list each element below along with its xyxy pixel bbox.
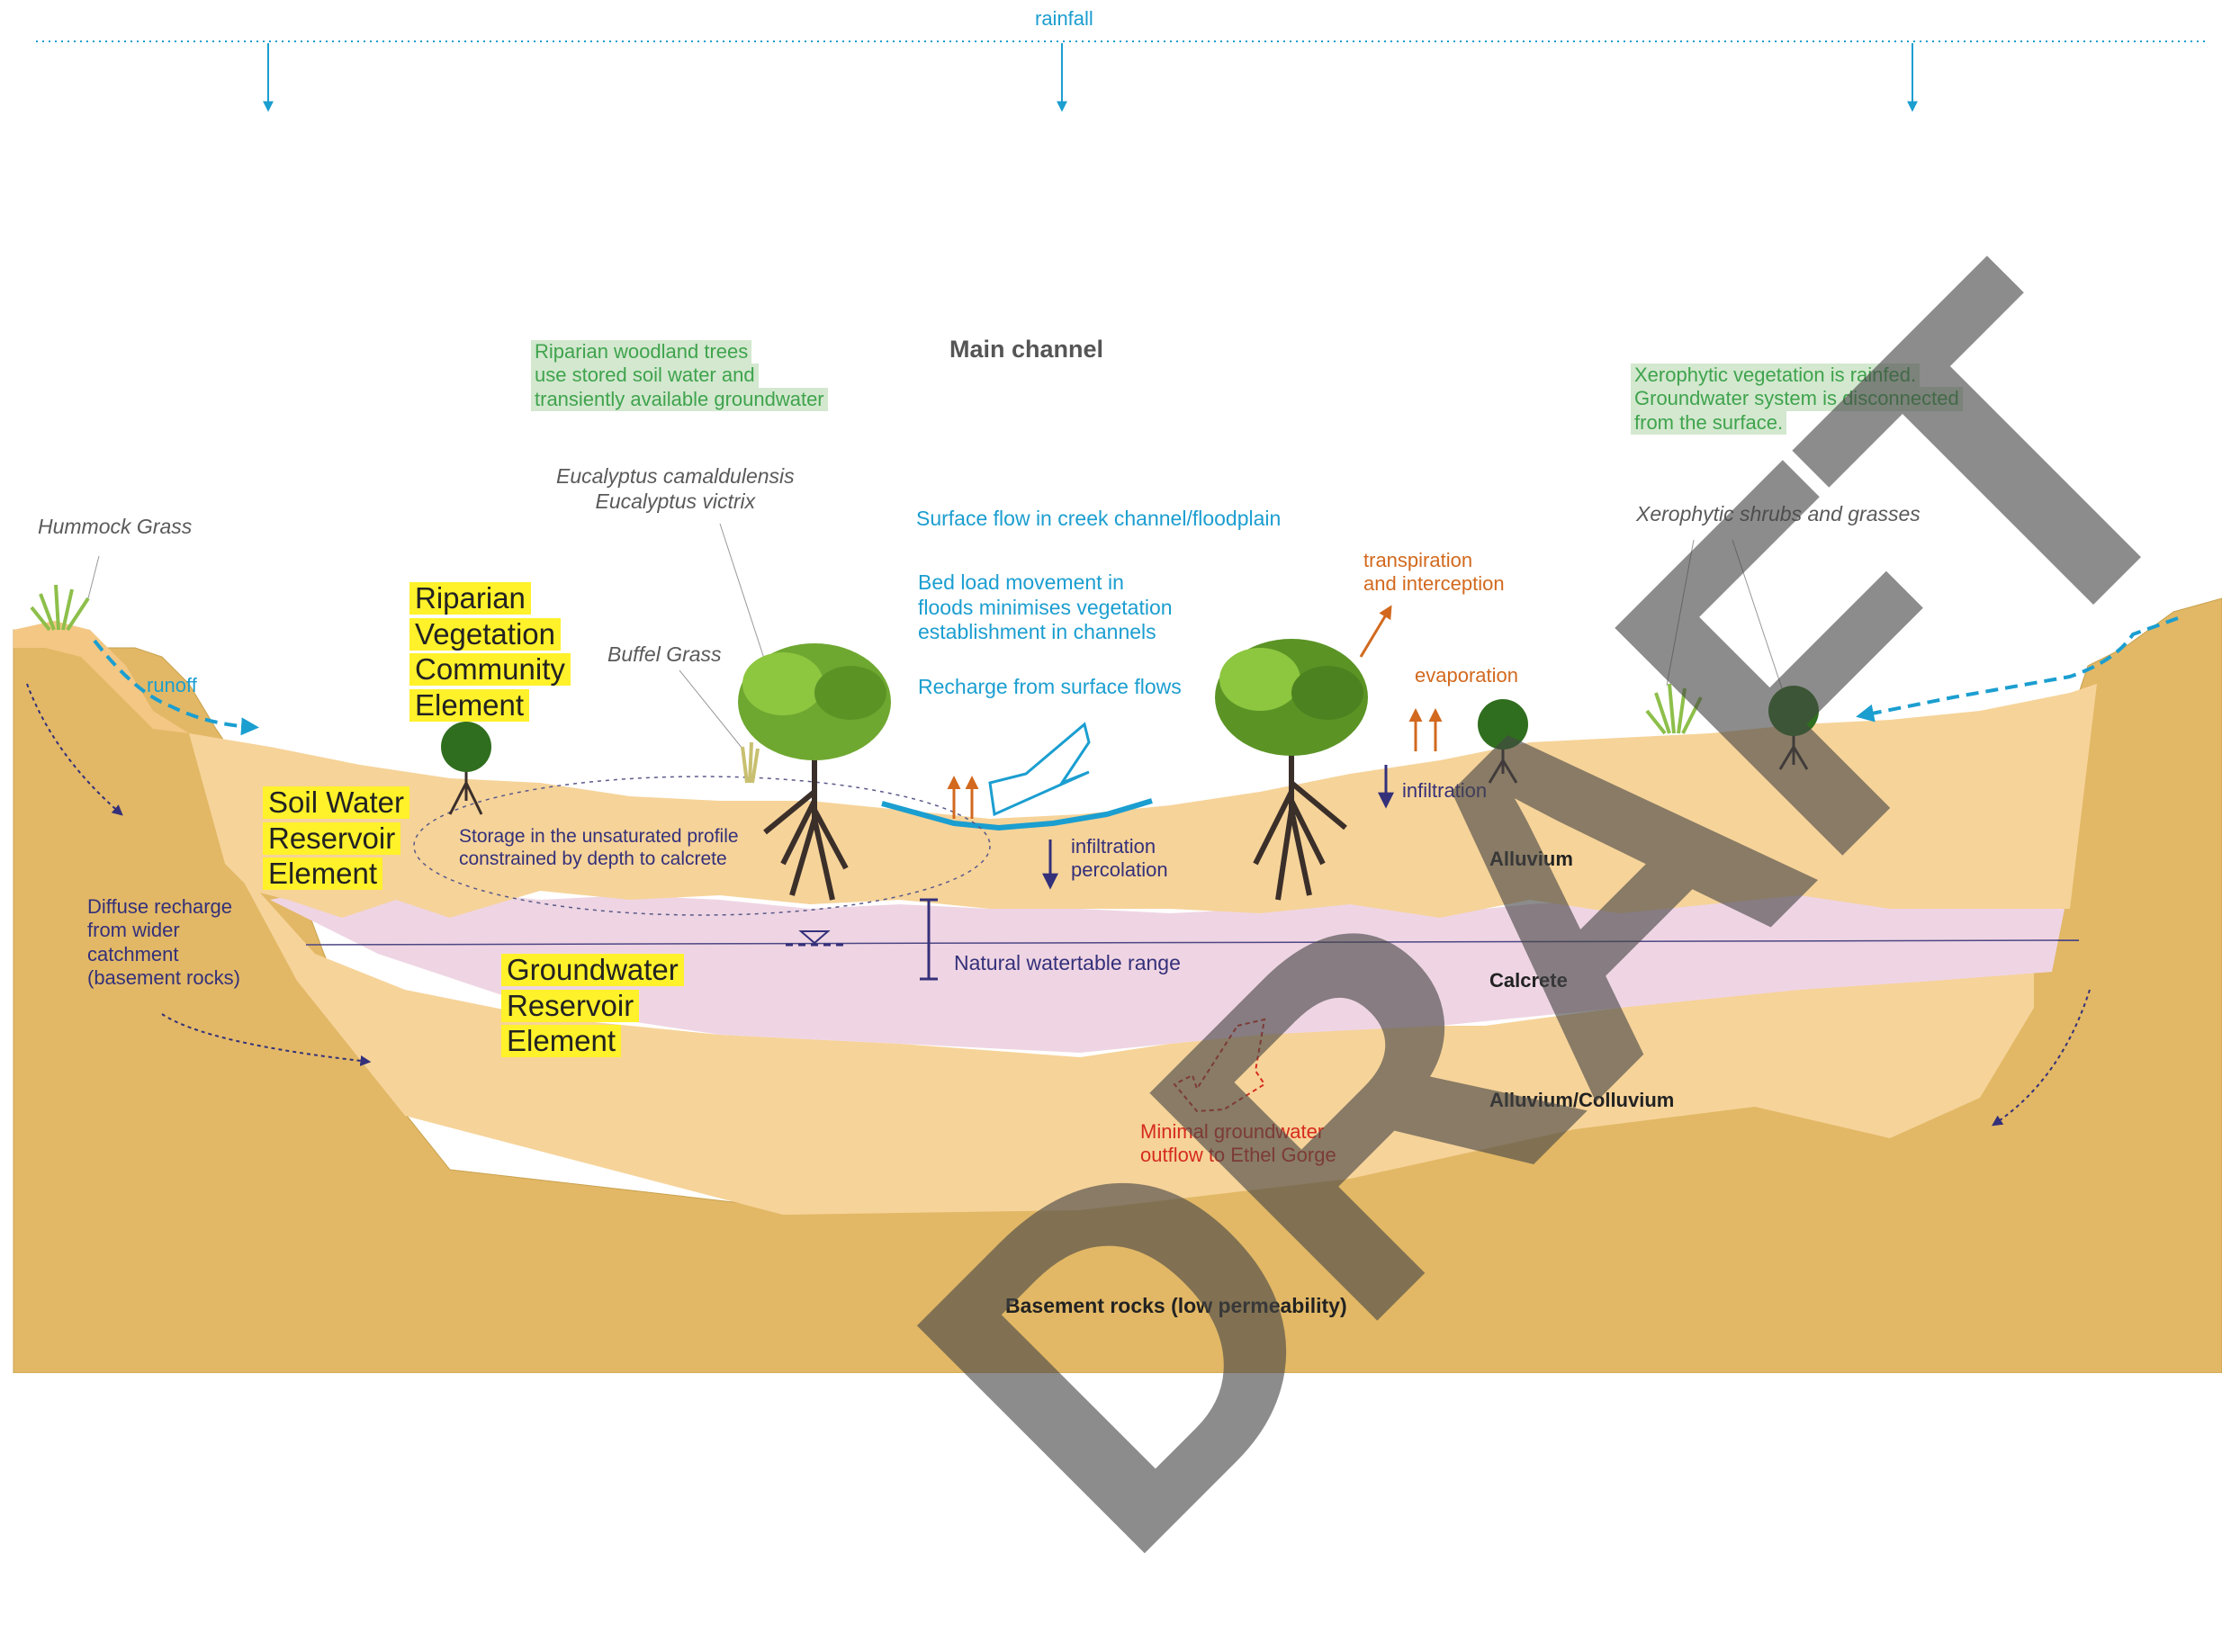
buffel-grass-clump: [742, 742, 758, 783]
recharge-surface-arrow: [990, 724, 1089, 814]
buffel-grass-label: Buffel Grass: [607, 642, 722, 668]
recharge-surface-label: Recharge from surface flows: [918, 675, 1182, 700]
riparian-element-label: Riparian Vegetation Community Element: [409, 580, 571, 723]
rainfall-label: rainfall: [1035, 7, 1093, 31]
groundwater-element-label: Groundwater Reservoir Element: [501, 952, 684, 1059]
leader-hummock: [88, 556, 99, 598]
transpiration-label: transpiration and interception: [1363, 549, 1505, 597]
surface-flow-label: Surface flow in creek channel/floodplain: [916, 507, 1281, 532]
leader-buffel: [679, 670, 742, 749]
hummock-grass-clump: [31, 585, 88, 630]
eucalyptus-label: Eucalyptus camaldulensis Eucalyptus vict…: [556, 464, 795, 514]
bed-load-label: Bed load movement in floods minimises ve…: [918, 570, 1173, 645]
main-channel-label: Main channel: [949, 335, 1103, 364]
storage-label: Storage in the unsaturated profile const…: [459, 825, 739, 870]
soil-water-element-label: Soil Water Reservoir Element: [263, 785, 409, 892]
hummock-grass-label: Hummock Grass: [38, 515, 192, 540]
infiltration-percolation-label: infiltration percolation: [1071, 835, 1168, 883]
runoff-label: runoff: [147, 674, 197, 697]
riparian-note: Riparian woodland trees use stored soil …: [531, 340, 828, 411]
diffuse-recharge-label: Diffuse recharge from wider catchment (b…: [87, 895, 240, 991]
transpiration-arrow: [1361, 607, 1390, 657]
leader-eucalyptus: [720, 524, 769, 675]
